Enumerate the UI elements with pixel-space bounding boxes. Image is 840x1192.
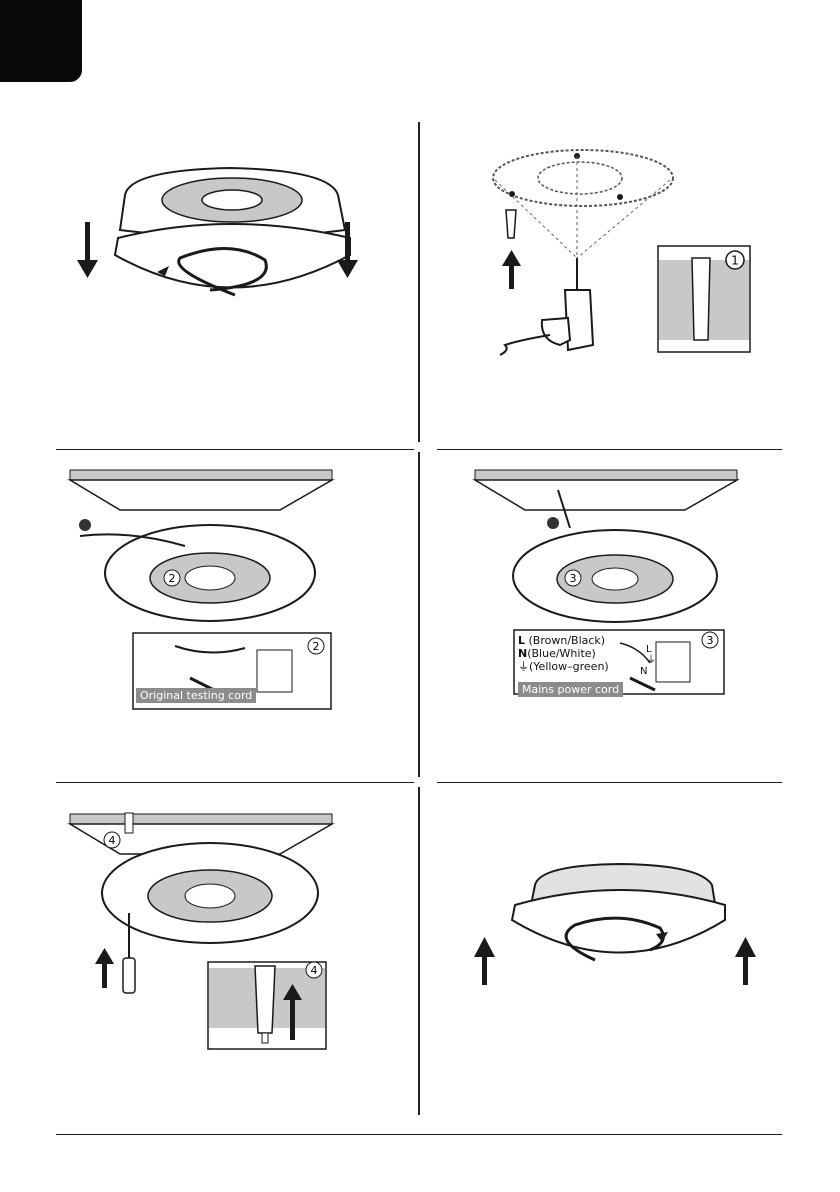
divider-row1-left	[56, 449, 414, 450]
arrow-up-icon	[95, 948, 114, 988]
wire-item-neutral: N(Blue/White)	[518, 647, 609, 660]
detail-caption-testing-cord: Original testing cord	[136, 688, 256, 703]
wire-legend-list: L (Brown/Black) N(Blue/White) ⏚(Yellow–g…	[518, 634, 609, 673]
step-remove-cover	[60, 150, 410, 320]
terminal-label-earth: ⏚	[646, 654, 656, 667]
step-badge-4: 4	[109, 834, 116, 847]
wire-item-earth: ⏚(Yellow–green)	[518, 660, 609, 673]
step-connect-mains: 3 3 Mains power cord	[470, 468, 780, 713]
step-drill-holes: 1	[480, 140, 780, 370]
step-remove-testing-cord: 2 2 Original testing cord	[60, 468, 410, 713]
divider-footer	[56, 1134, 782, 1135]
arrow-up-icon	[502, 250, 521, 289]
step-badge-4-detail: 4	[311, 964, 318, 977]
divider-vertical-row3	[418, 787, 420, 1115]
divider-row1-right	[437, 449, 782, 450]
step-refit-cover	[460, 850, 780, 1000]
step-badge-2: 2	[169, 572, 176, 585]
step-badge-3: 3	[570, 572, 577, 585]
arrow-down-left-icon	[77, 222, 98, 278]
wire-item-live: L (Brown/Black)	[518, 634, 609, 647]
terminal-label-n: N	[640, 665, 647, 678]
divider-row2-right	[437, 782, 782, 783]
divider-vertical-row1	[418, 122, 420, 442]
step-screw-base: 4 4	[60, 808, 410, 1058]
detail-caption-mains-cord: Mains power cord	[518, 682, 623, 697]
arrow-up-left-icon	[474, 937, 495, 985]
step-badge-1: 1	[731, 254, 739, 268]
step-badge-2-detail: 2	[313, 640, 320, 653]
divider-row2-left	[56, 782, 414, 783]
arrow-up-right-icon	[735, 937, 756, 985]
section-tab	[0, 0, 82, 82]
divider-vertical-row2	[418, 452, 420, 777]
step-badge-3-detail: 3	[707, 634, 714, 647]
